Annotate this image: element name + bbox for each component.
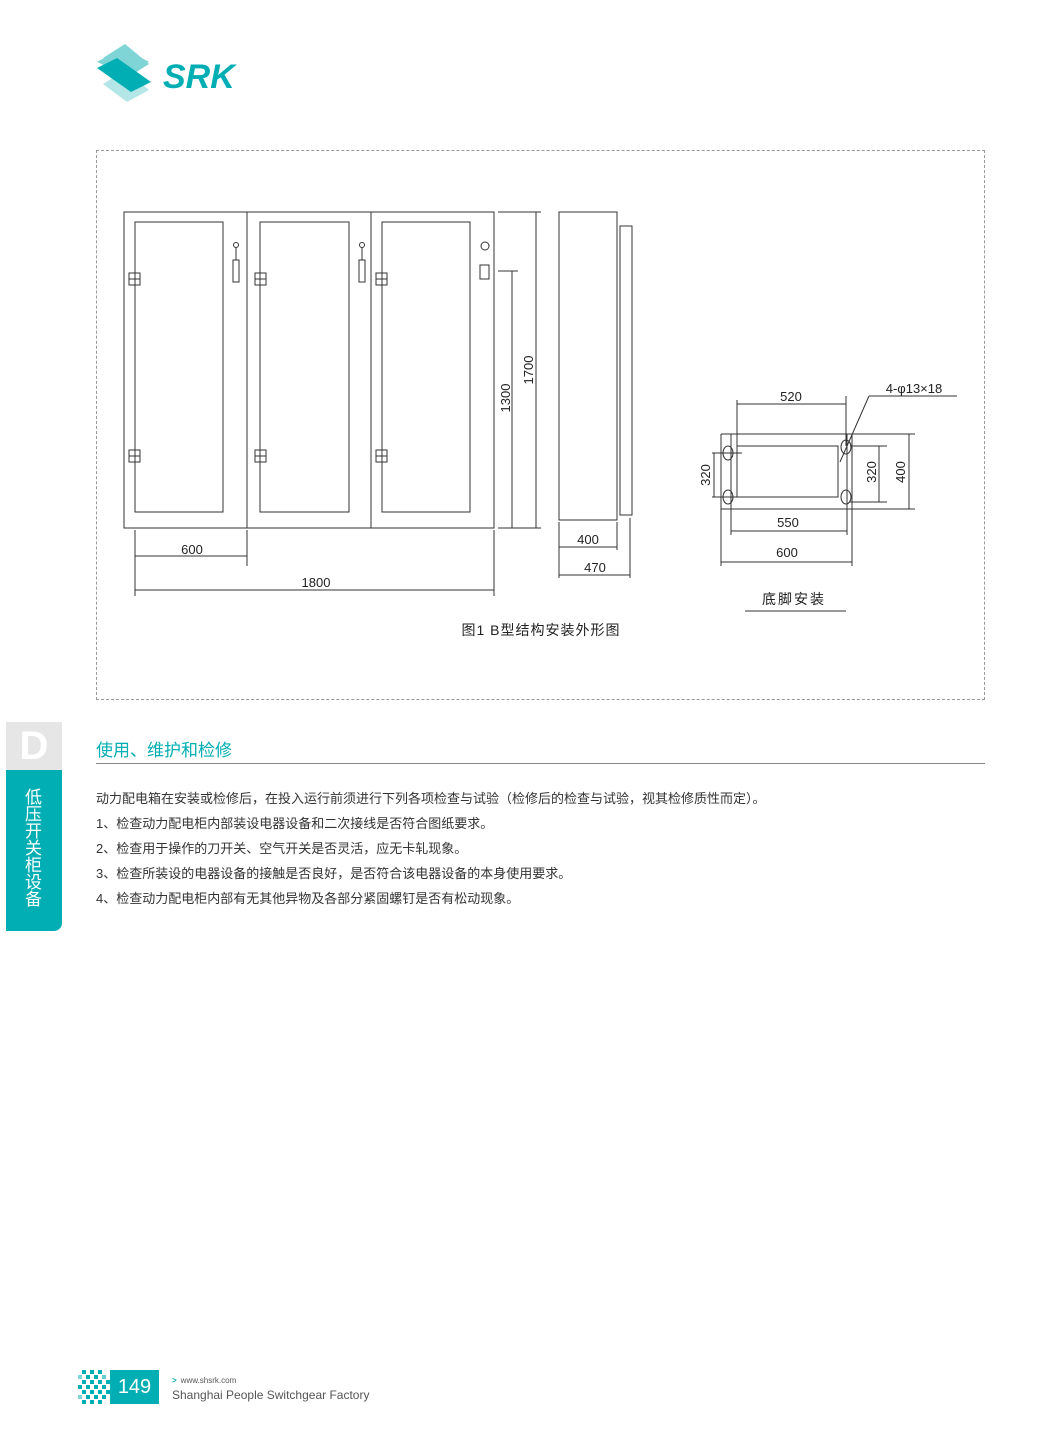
section-letter-tab: D bbox=[6, 722, 62, 770]
section-body: 动力配电箱在安装或检修后，在投入运行前须进行下列各项检查与试验（检修后的检查与试… bbox=[96, 786, 986, 911]
dim-520: 520 bbox=[780, 389, 802, 404]
dim-320-right: 320 bbox=[864, 461, 879, 483]
footer-url-text: www.shsrk.com bbox=[180, 1376, 237, 1385]
intro-paragraph: 动力配电箱在安装或检修后，在投入运行前须进行下列各项检查与试验（检修后的检查与试… bbox=[96, 791, 766, 806]
dim-door-width: 600 bbox=[181, 542, 203, 557]
logo-text: SRK bbox=[163, 58, 237, 96]
hinge-icon bbox=[128, 272, 388, 463]
cabinet-drawing: 600 1800 1300 1700 400 470 520 4-φ13×18 … bbox=[123, 211, 957, 638]
dim-600: 600 bbox=[776, 545, 798, 560]
list-item: 2、检查用于操作的刀开关、空气开关是否灵活，应无卡轧现象。 bbox=[96, 841, 468, 856]
dim-depth-470: 470 bbox=[584, 560, 606, 575]
list-item: 4、检查动力配电柜内部有无其他异物及各部分紧固螺钉是否有松动现象。 bbox=[96, 891, 520, 906]
category-tab: 低压开关柜设备 bbox=[6, 770, 62, 931]
page-number: 149 bbox=[110, 1370, 159, 1404]
dim-height-1700: 1700 bbox=[521, 356, 536, 385]
dim-400: 400 bbox=[893, 461, 908, 483]
handle-icon bbox=[232, 241, 490, 283]
srk-logo: SRK bbox=[95, 44, 265, 109]
dim-total-width: 1800 bbox=[302, 575, 331, 590]
category-label: 低压开关柜设备 bbox=[22, 788, 41, 907]
footer-url: >www.shsrk.com bbox=[172, 1376, 236, 1385]
dim-320-left: 320 bbox=[698, 464, 713, 486]
footer-company: Shanghai People Switchgear Factory bbox=[172, 1388, 370, 1402]
figure-frame bbox=[96, 150, 985, 700]
section-title: 使用、维护和检修 bbox=[96, 741, 232, 760]
front-view bbox=[123, 211, 541, 596]
checker-pattern-icon bbox=[78, 1370, 110, 1404]
dim-height-1300: 1300 bbox=[498, 384, 513, 413]
base-view bbox=[712, 395, 957, 612]
arrow-icon: > bbox=[172, 1376, 177, 1385]
list-item: 1、检查动力配电柜内部装设电器设备和二次接线是否符合图纸要求。 bbox=[96, 816, 494, 831]
base-title: 底脚安装 bbox=[762, 591, 826, 607]
section-divider bbox=[96, 763, 985, 764]
dim-depth-400: 400 bbox=[577, 532, 599, 547]
hole-spec: 4-φ13×18 bbox=[886, 381, 943, 396]
srk-logo-mark-icon: SRK bbox=[97, 44, 237, 102]
dim-550: 550 bbox=[777, 515, 799, 530]
figure-caption: 图1 B型结构安装外形图 bbox=[461, 622, 620, 638]
side-view bbox=[558, 211, 633, 578]
list-item: 3、检查所装设的电器设备的接触是否良好，是否符合该电器设备的本身使用要求。 bbox=[96, 866, 572, 881]
